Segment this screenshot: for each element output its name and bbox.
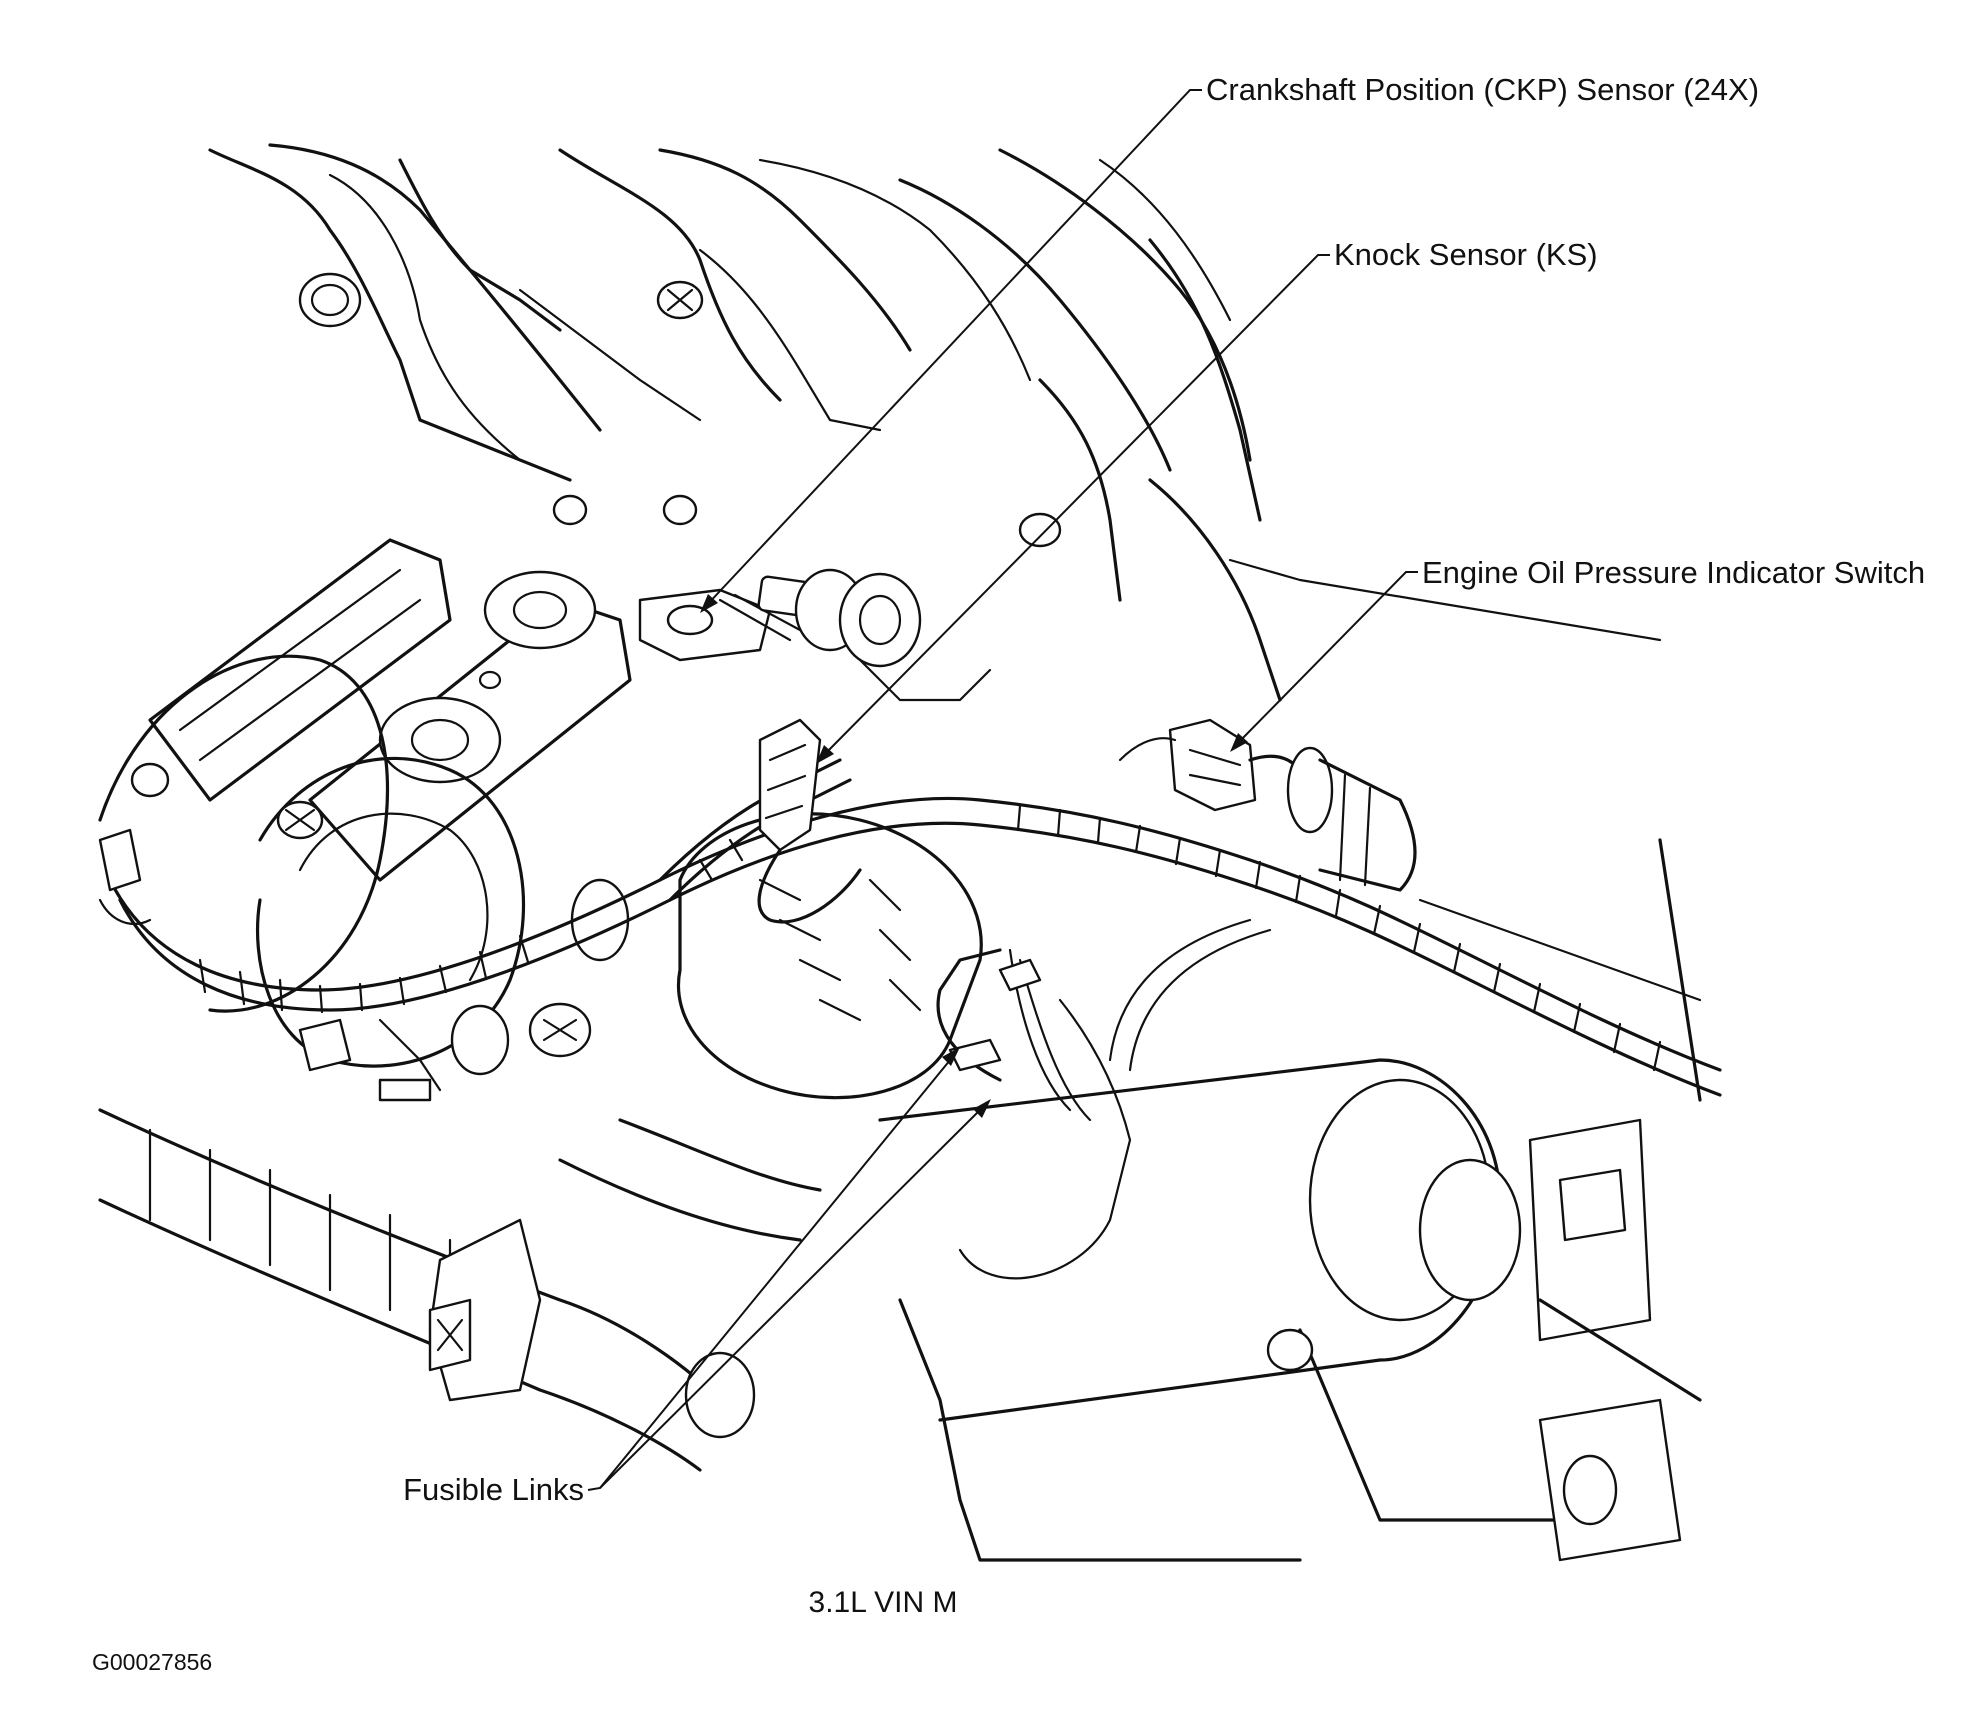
ks-leader-line bbox=[821, 254, 1330, 758]
fusible-arrowhead-1 bbox=[942, 1047, 960, 1066]
knock-sensor-label: Knock Sensor (KS) bbox=[1334, 237, 1598, 272]
ks-arrowhead bbox=[816, 745, 834, 764]
figure-code: G00027856 bbox=[92, 1649, 212, 1675]
engine-caption: 3.1L VIN M bbox=[809, 1586, 958, 1619]
ckp-leader-line bbox=[704, 89, 1202, 608]
oil-leader-line bbox=[1235, 571, 1418, 746]
callout-leaders bbox=[587, 89, 1418, 1491]
ckp-sensor-label: Crankshaft Position (CKP) Sensor (24X) bbox=[1206, 72, 1759, 107]
fusible-arrowhead-2 bbox=[973, 1099, 991, 1118]
fusible-leader-line-2 bbox=[599, 1104, 986, 1489]
fusible-links-label: Fusible Links bbox=[403, 1472, 584, 1507]
engine-illustration bbox=[98, 143, 1722, 1562]
oil-arrowhead bbox=[1230, 733, 1248, 752]
ckp-arrowhead bbox=[700, 594, 718, 613]
oil-pressure-switch-label: Engine Oil Pressure Indicator Switch bbox=[1422, 555, 1925, 590]
fusible-leader-line-1 bbox=[587, 1053, 956, 1491]
